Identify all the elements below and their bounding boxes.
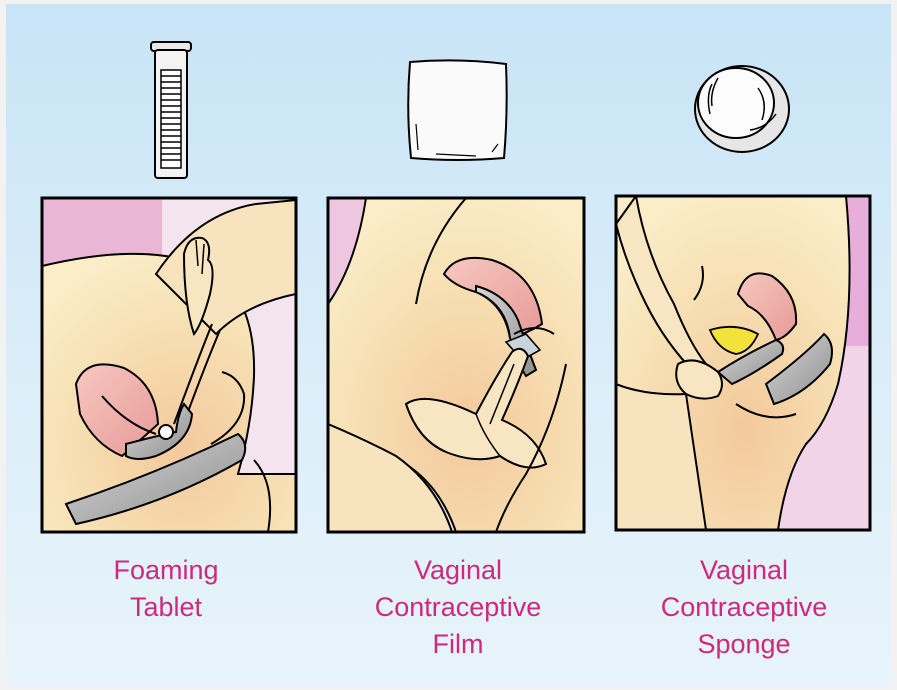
caption-line: Vaginal xyxy=(614,552,874,589)
panel-foaming-tablet xyxy=(42,198,296,532)
caption-foaming-tablet: Foaming Tablet xyxy=(36,552,296,626)
caption-contraceptive-film: Vaginal Contraceptive Film xyxy=(328,552,588,663)
caption-line: Foaming xyxy=(36,552,296,589)
caption-line: Vaginal xyxy=(328,552,588,589)
contraceptive-sponge-icon xyxy=(695,66,789,152)
figure-canvas: Foaming Tablet Vaginal Contraceptive Fil… xyxy=(6,4,891,686)
caption-line: Sponge xyxy=(614,626,874,663)
panel-contraceptive-film xyxy=(328,198,584,532)
contraceptive-film-sheet-icon xyxy=(408,60,506,160)
foaming-tablet-tube-icon xyxy=(151,42,191,178)
caption-line: Contraceptive xyxy=(614,589,874,626)
caption-line: Film xyxy=(328,626,588,663)
panel-contraceptive-sponge xyxy=(616,196,870,530)
caption-line: Tablet xyxy=(36,589,296,626)
caption-line: Contraceptive xyxy=(328,589,588,626)
caption-contraceptive-sponge: Vaginal Contraceptive Sponge xyxy=(614,552,874,663)
